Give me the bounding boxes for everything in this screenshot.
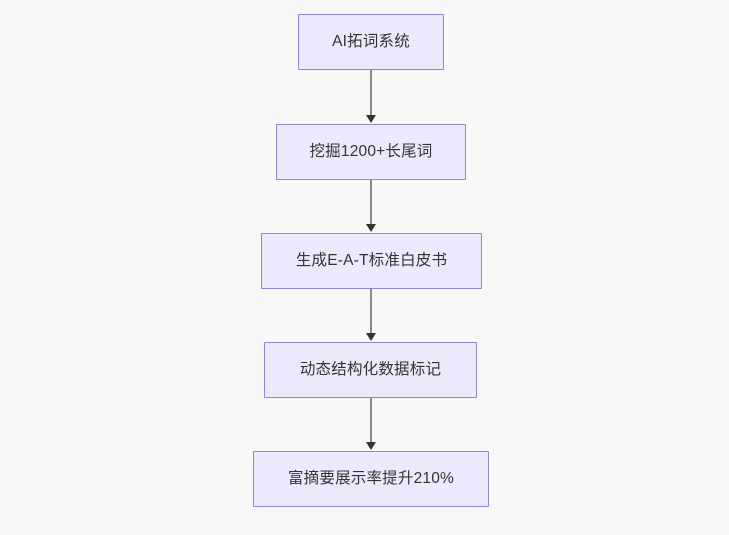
flow-arrowhead-2-3 <box>366 224 376 232</box>
flow-edge-3-4 <box>370 289 372 334</box>
flow-arrowhead-3-4 <box>366 333 376 341</box>
flow-arrowhead-1-2 <box>366 115 376 123</box>
flow-node-ai-keyword-system[interactable]: AI拓词系统 <box>298 14 444 70</box>
flow-node-label: 富摘要展示率提升210% <box>287 469 455 487</box>
flow-node-dynamic-structured-data-markup[interactable]: 动态结构化数据标记 <box>264 342 477 398</box>
flow-node-label: 生成E-A-T标准白皮书 <box>295 251 448 269</box>
flow-node-label: 挖掘1200+长尾词 <box>309 142 433 160</box>
flow-node-label: AI拓词系统 <box>332 32 410 50</box>
flow-edge-2-3 <box>370 180 372 225</box>
flow-node-rich-snippet-impression-uplift[interactable]: 富摘要展示率提升210% <box>253 451 489 507</box>
flow-node-generate-eat-whitepaper[interactable]: 生成E-A-T标准白皮书 <box>261 233 482 289</box>
flow-edge-1-2 <box>370 70 372 116</box>
flow-arrowhead-4-5 <box>366 442 376 450</box>
flow-edge-4-5 <box>370 398 372 443</box>
flow-node-mine-longtail-keywords[interactable]: 挖掘1200+长尾词 <box>276 124 466 180</box>
flow-node-label: 动态结构化数据标记 <box>299 360 442 378</box>
